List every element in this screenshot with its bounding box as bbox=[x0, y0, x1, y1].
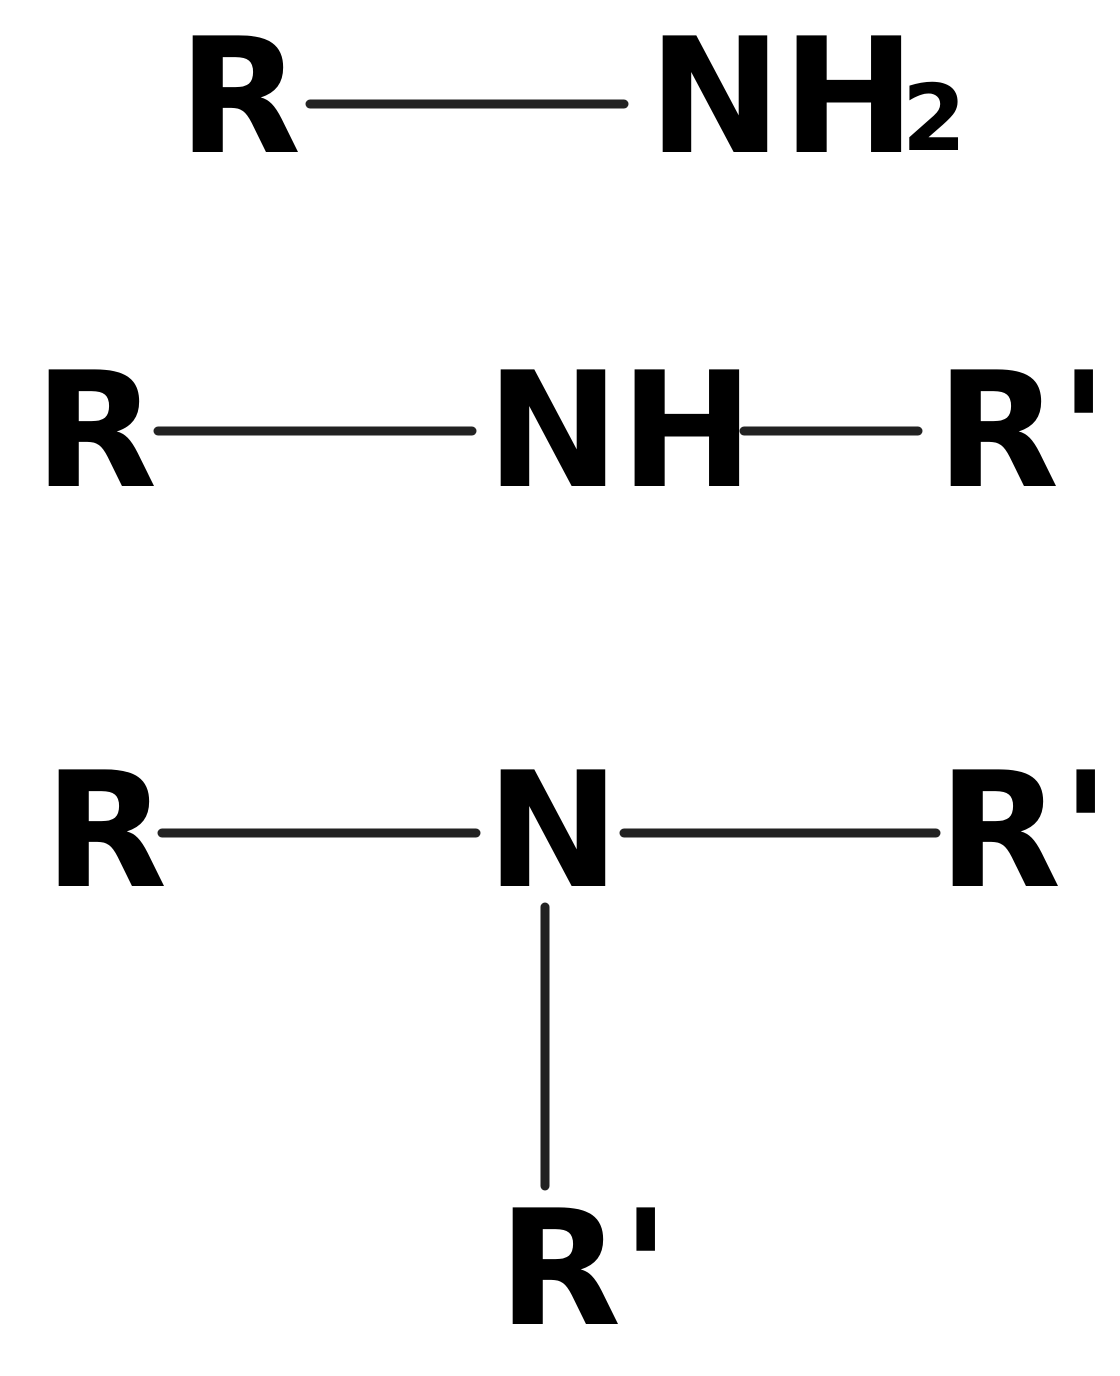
tertiary-r-prime-right-group: R' bbox=[938, 737, 1110, 924]
primary-nh-label: NH bbox=[648, 3, 916, 190]
primary-subscript-2: 2 bbox=[902, 65, 966, 172]
secondary-r-group: R bbox=[34, 337, 157, 524]
secondary-nh-label: NH bbox=[486, 337, 754, 524]
primary-amine: R NH 2 bbox=[178, 3, 966, 190]
tertiary-n-label: N bbox=[486, 737, 620, 924]
tertiary-r-group: R bbox=[44, 737, 167, 924]
secondary-amine: R NH R' bbox=[34, 337, 1108, 524]
primary-r-group: R bbox=[178, 3, 301, 190]
tertiary-amine: R N R' R' bbox=[44, 737, 1110, 1362]
tertiary-r-prime-bottom-group: R' bbox=[498, 1175, 670, 1362]
secondary-r-prime-group: R' bbox=[936, 337, 1108, 524]
